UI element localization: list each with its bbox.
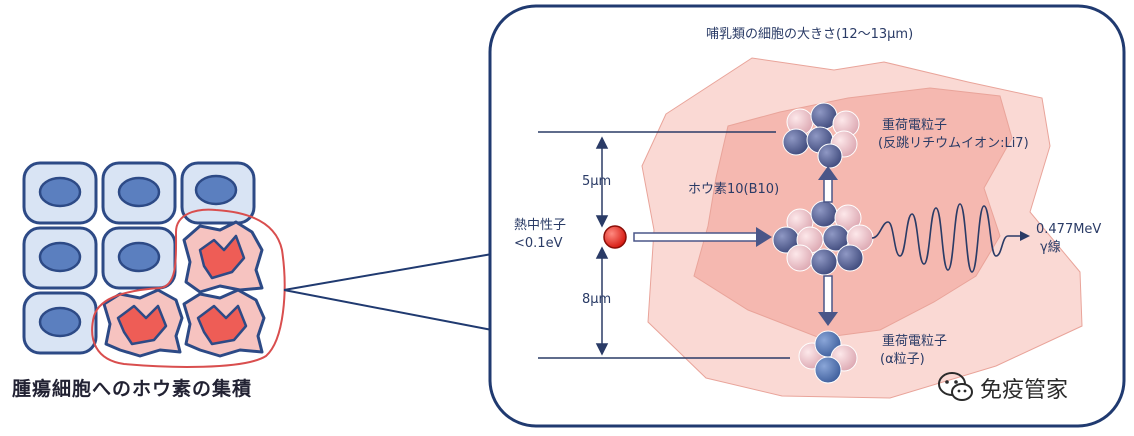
normal-cell	[101, 226, 177, 290]
alpha-emission-arrow	[818, 275, 838, 326]
wechat-icon	[938, 372, 973, 401]
dimension-upper	[595, 136, 609, 228]
neutron-arrow	[633, 227, 772, 247]
alpha-particle-cluster	[798, 330, 858, 384]
zoom-connector-top	[283, 253, 493, 291]
left-caption: 腫瘍細胞へのホウ素の集積	[12, 378, 253, 400]
lithium-ion-cluster	[782, 102, 860, 169]
gamma-ray-wave	[871, 203, 1022, 273]
normal-cell	[22, 161, 98, 225]
thermal-neutron	[603, 225, 627, 249]
lithium-detail-label: (反跳リチウムイオン:Li7)	[878, 136, 1029, 151]
dimension-lower	[595, 246, 609, 356]
gamma-arrowhead	[1020, 231, 1030, 241]
cell-grid	[22, 161, 286, 368]
tumor-cell	[182, 288, 266, 358]
gamma-energy-label: 0.477MeV	[1036, 222, 1102, 237]
lithium-label: 重荷電粒子	[882, 118, 948, 133]
boron-10-label: ホウ素10(B10)	[688, 182, 780, 197]
lithium-emission-arrow	[818, 166, 838, 203]
distance-upper-label: 5μm	[582, 174, 612, 189]
tumor-cell	[182, 220, 264, 294]
gamma-label: γ線	[1040, 240, 1061, 255]
neutron-energy-label: <0.1eV	[514, 236, 563, 251]
alpha-detail-label: (α粒子)	[880, 352, 925, 367]
watermark: 免疫管家	[980, 368, 1068, 408]
alpha-label: 重荷電粒子	[882, 334, 948, 349]
tumor-cell	[102, 288, 184, 358]
zoom-connector-bottom	[283, 289, 493, 331]
distance-lower-label: 8μm	[582, 292, 612, 307]
neutron-label: 熱中性子	[514, 218, 567, 233]
normal-cell	[22, 226, 98, 290]
tumor-region-outline	[91, 208, 286, 368]
boron-10-nucleus	[772, 200, 874, 276]
watermark-text: 免疫管家	[980, 378, 1069, 403]
cell-size-title: 哺乳類の細胞の大きさ(12〜13μm)	[706, 27, 914, 42]
normal-cell	[101, 161, 177, 225]
normal-cell	[22, 291, 98, 355]
normal-cell	[180, 161, 256, 225]
